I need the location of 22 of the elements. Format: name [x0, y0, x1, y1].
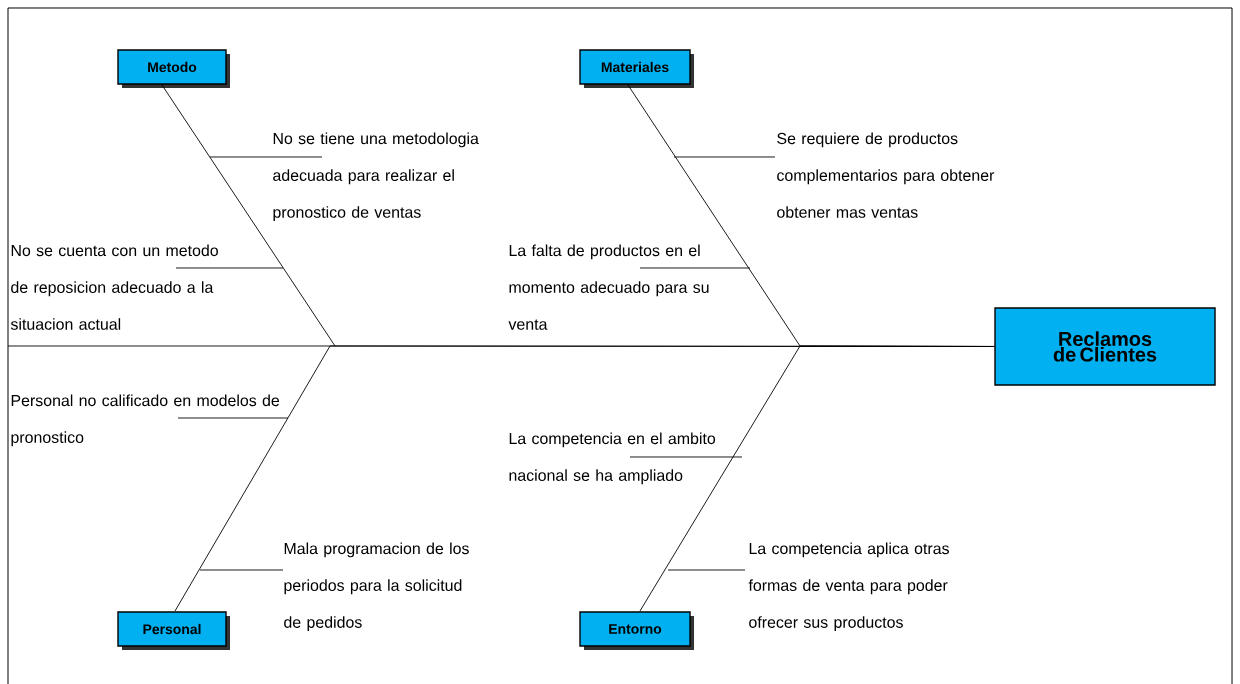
cause-text: Personal no calificado en modelos de pronostico	[11, 394, 280, 447]
cause-text: Mala programacion de los periodos para la solicitud de pedidos	[284, 542, 469, 632]
cause-text: La falta de productos en el momento adecuado para su venta	[508, 244, 709, 330]
leader-line	[673, 156, 776, 158]
category-box: Entorno	[579, 611, 694, 650]
leader-line	[629, 456, 743, 458]
leader-line	[209, 156, 323, 158]
bone-line	[639, 345, 995, 612]
category-box: Personal	[117, 611, 230, 650]
leader-line	[199, 569, 284, 571]
leader-line	[177, 417, 289, 419]
cause-text: La competencia aplica otras formas de venta para poder ofrecer sus productos	[748, 542, 949, 632]
cause-text: No se tiene una metodologia adecuada para realizar el pronostico de ventas	[273, 132, 479, 222]
leader-line	[175, 267, 284, 269]
leader-line	[667, 569, 746, 571]
leader-line	[639, 267, 751, 269]
category-box: Materiales	[579, 49, 694, 88]
cause-text: No se cuenta con un metodo de reposicion adecuado a la situacion actual	[10, 244, 218, 330]
cause-text: La competencia en el ambito nacional se ha ampliado	[509, 432, 716, 485]
category-box: Metodo	[117, 49, 230, 88]
effect-box: Reclamos de Clientes	[994, 307, 1216, 386]
cause-text: Se requiere de productos complementarios para obtener obtener mas ventas	[777, 132, 995, 218]
